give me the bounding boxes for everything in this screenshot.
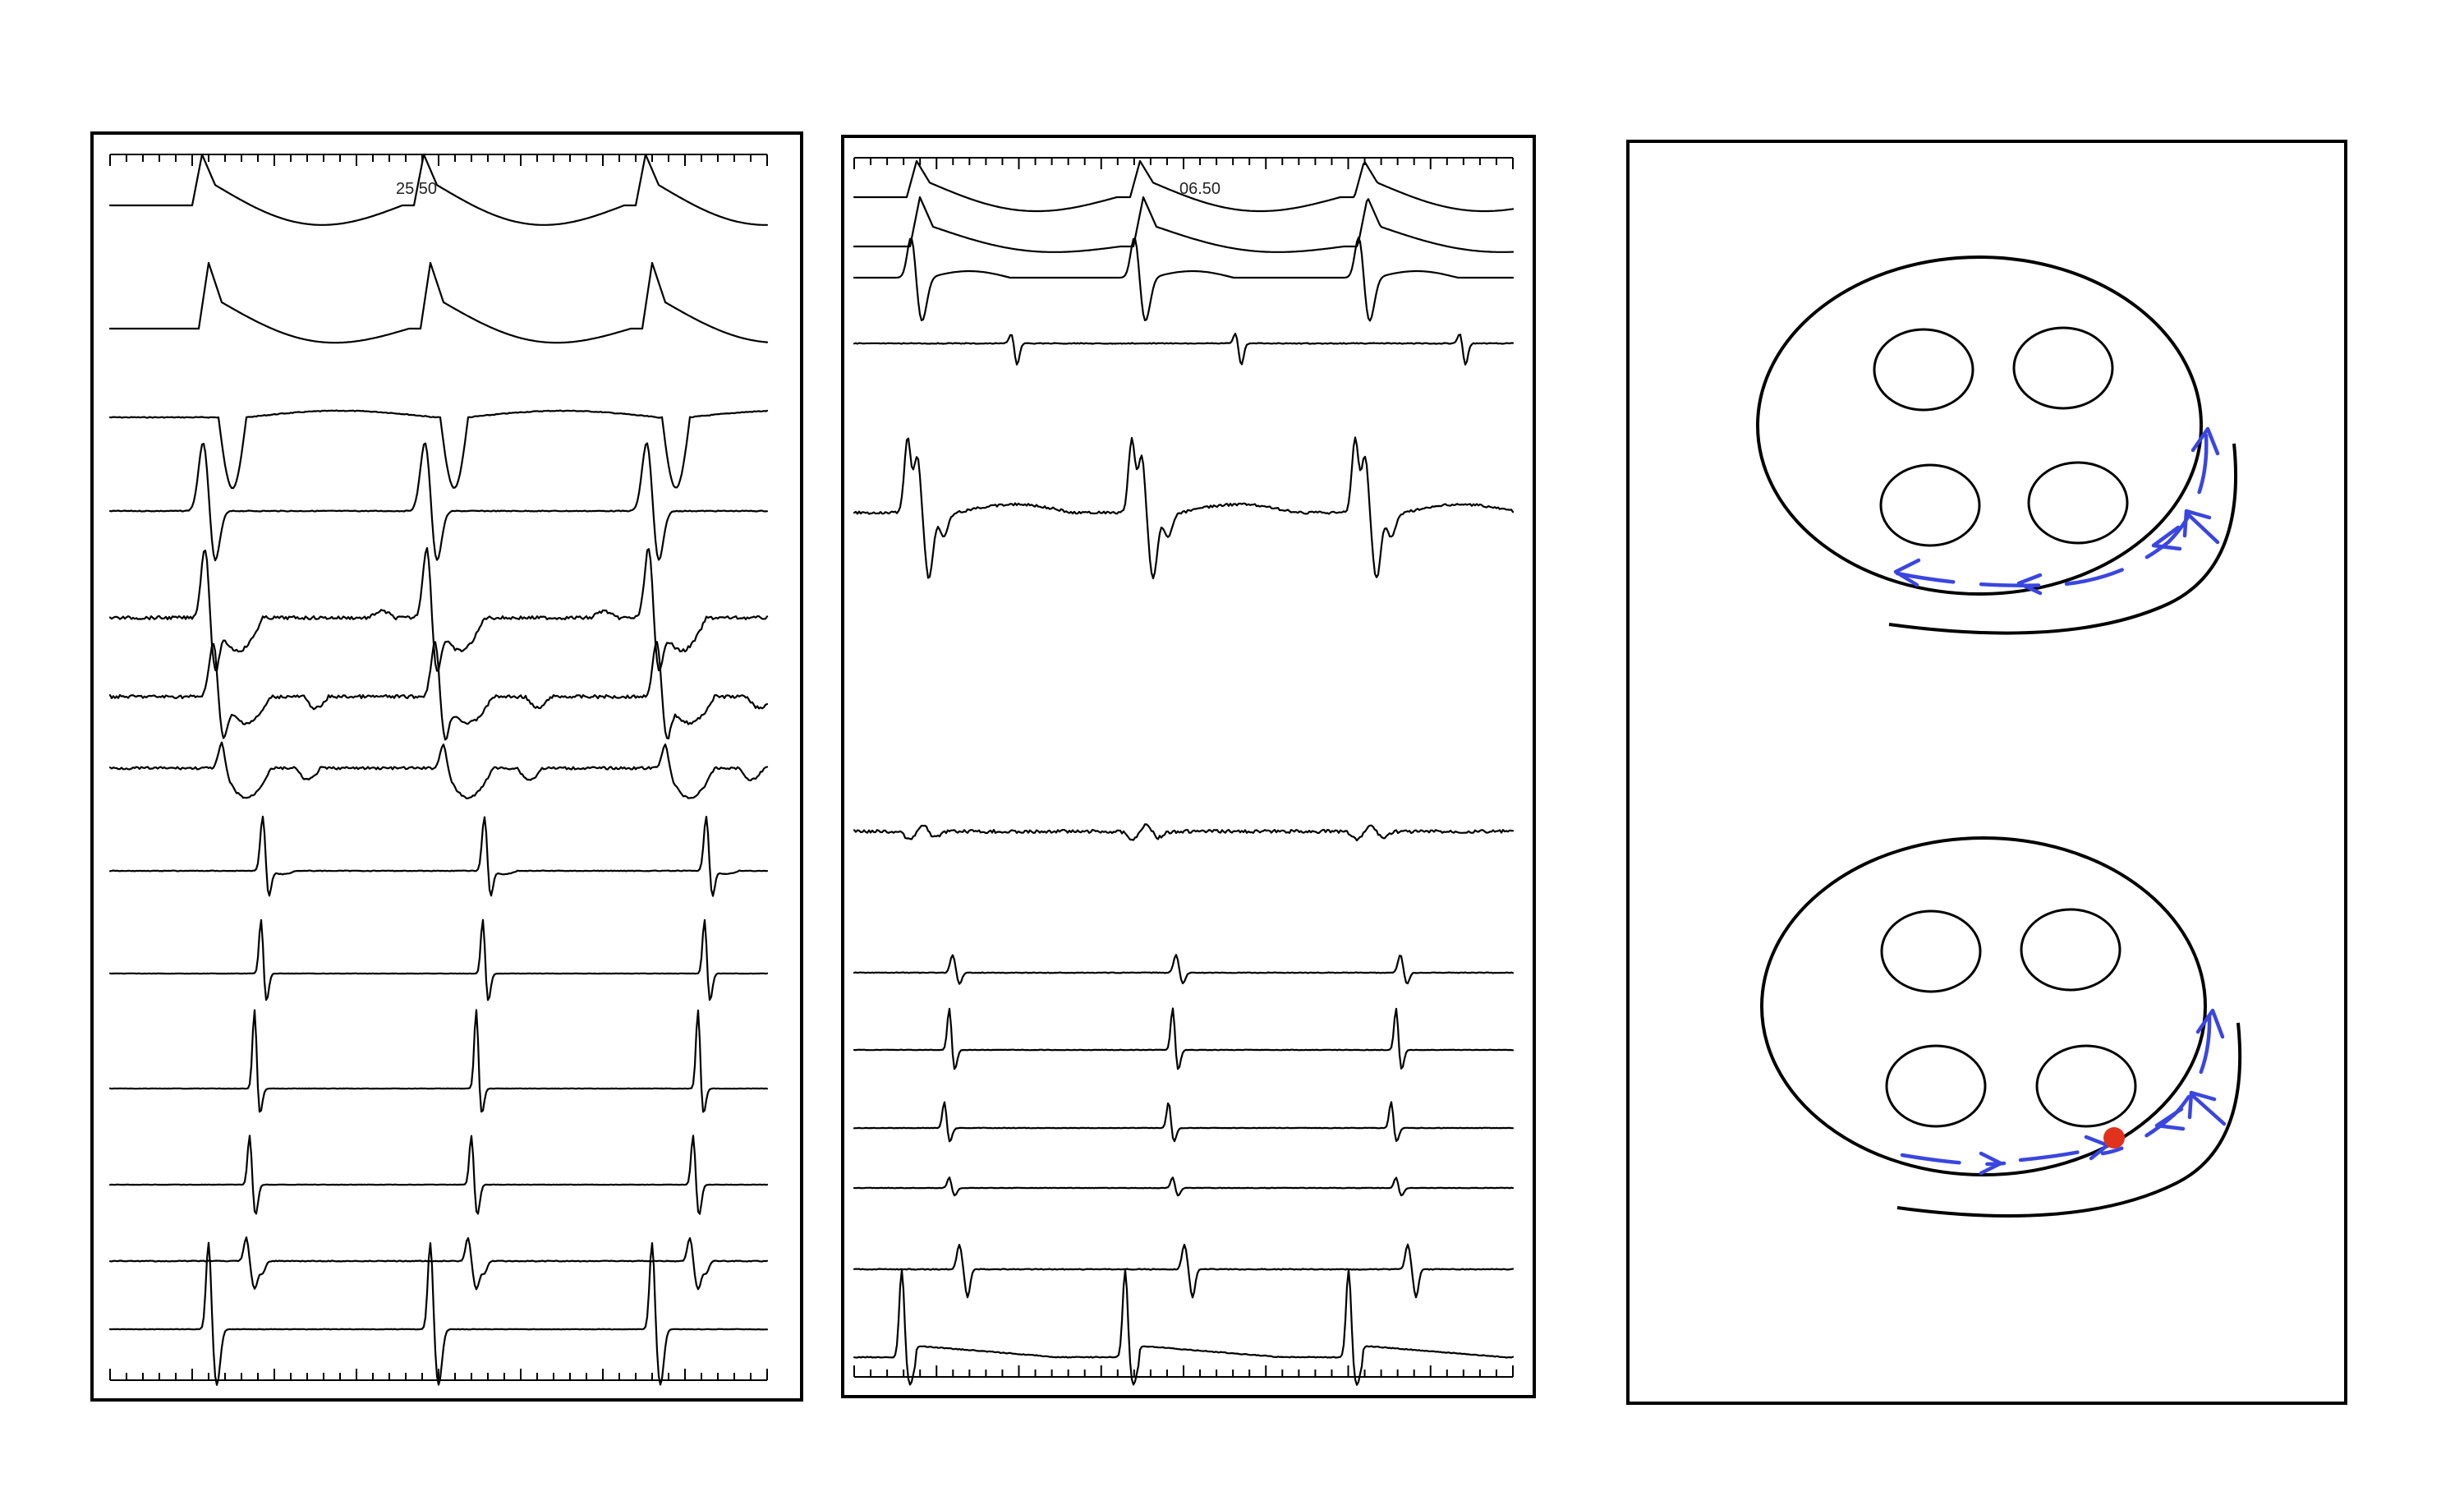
left-egm-traces — [108, 153, 769, 1386]
lower-arrowhead-top — [2195, 1008, 2225, 1039]
lower-entry-arrowhead — [2187, 1090, 2217, 1120]
middle-bottom-ruler-ticks — [853, 1365, 1514, 1377]
lower-vein-ostium-4 — [2035, 1044, 2137, 1128]
left-trace-9 — [108, 918, 769, 1001]
upper-atrium-outline — [1756, 256, 2203, 596]
upper-entry-arrowhead — [2182, 509, 2212, 538]
middle-top-ruler-ticks — [853, 158, 1514, 169]
left-top-ruler-ticks — [109, 154, 768, 166]
middle-trace-6 — [853, 823, 1515, 842]
lower-atrium-outline — [1760, 836, 2207, 1176]
middle-trace-8 — [853, 1007, 1515, 1070]
left-trace-8 — [108, 815, 769, 897]
lower-arrowhead-left — [1979, 1151, 2003, 1176]
left-trace-13 — [108, 1241, 769, 1386]
right-schematic-panel — [1626, 140, 2347, 1405]
right-panel-frame — [1626, 140, 2347, 1405]
middle-trace-11 — [853, 1243, 1515, 1299]
left-panel-frame — [90, 131, 803, 1402]
left-trace-3 — [108, 409, 769, 490]
left-trace-4 — [108, 442, 769, 562]
left-trace-1 — [108, 153, 769, 226]
middle-egm-panel: 06.50 — [841, 135, 1536, 1398]
middle-egm-traces — [853, 159, 1515, 1386]
left-trace-10 — [108, 1009, 769, 1113]
left-bottom-ruler-ticks — [109, 1369, 768, 1380]
left-trace-2 — [108, 261, 769, 344]
middle-trace-10 — [853, 1176, 1515, 1197]
upper-activation-arrow-path — [1895, 433, 2209, 587]
upper-vein-ostium-1 — [1873, 328, 1974, 412]
middle-trace-2 — [853, 196, 1515, 253]
middle-trace-9 — [853, 1101, 1515, 1143]
middle-panel-frame — [841, 135, 1536, 1398]
left-trace-6 — [108, 641, 769, 741]
lower-vein-ostium-1 — [1880, 909, 1982, 993]
upper-arrowhead-mid — [2151, 525, 2182, 551]
upper-coronary-sinus-rim — [1888, 443, 2238, 635]
upper-arrowhead-left — [1893, 558, 1921, 587]
upper-arrowhead-center — [2016, 573, 2043, 596]
lower-activation-arrow-right — [2018, 1144, 2105, 1162]
middle-trace-5 — [853, 436, 1515, 579]
middle-trace-1 — [853, 159, 1515, 213]
left-egm-panel: 25.50 — [90, 131, 803, 1402]
left-trace-11 — [108, 1135, 769, 1215]
middle-trace-4 — [853, 333, 1515, 366]
earliest-activation-dot — [2103, 1127, 2125, 1149]
middle-trace-7 — [853, 954, 1515, 985]
lower-entry-arrow-stem — [2190, 1093, 2227, 1126]
lower-atrium-schematic — [1760, 836, 2242, 1218]
upper-entry-arrow-stem — [2186, 512, 2220, 545]
lower-coronary-sinus-rim — [1896, 1022, 2242, 1218]
lower-vein-ostium-2 — [2020, 908, 2122, 992]
left-trace-7 — [108, 741, 769, 799]
middle-trace-12 — [853, 1268, 1515, 1386]
lower-arrowhead-mid — [2154, 1107, 2186, 1131]
upper-vein-ostium-2 — [2012, 326, 2114, 410]
middle-panel-timestamp: 06.50 — [1179, 180, 1221, 198]
upper-vein-ostium-3 — [1879, 463, 1981, 547]
middle-trace-3 — [853, 237, 1515, 322]
upper-arrowhead-top — [2190, 426, 2220, 456]
left-trace-5 — [108, 546, 769, 672]
left-trace-12 — [108, 1236, 769, 1291]
lower-vein-ostium-3 — [1885, 1044, 1987, 1128]
upper-vein-ostium-4 — [2027, 461, 2129, 545]
upper-atrium-schematic — [1756, 256, 2238, 635]
